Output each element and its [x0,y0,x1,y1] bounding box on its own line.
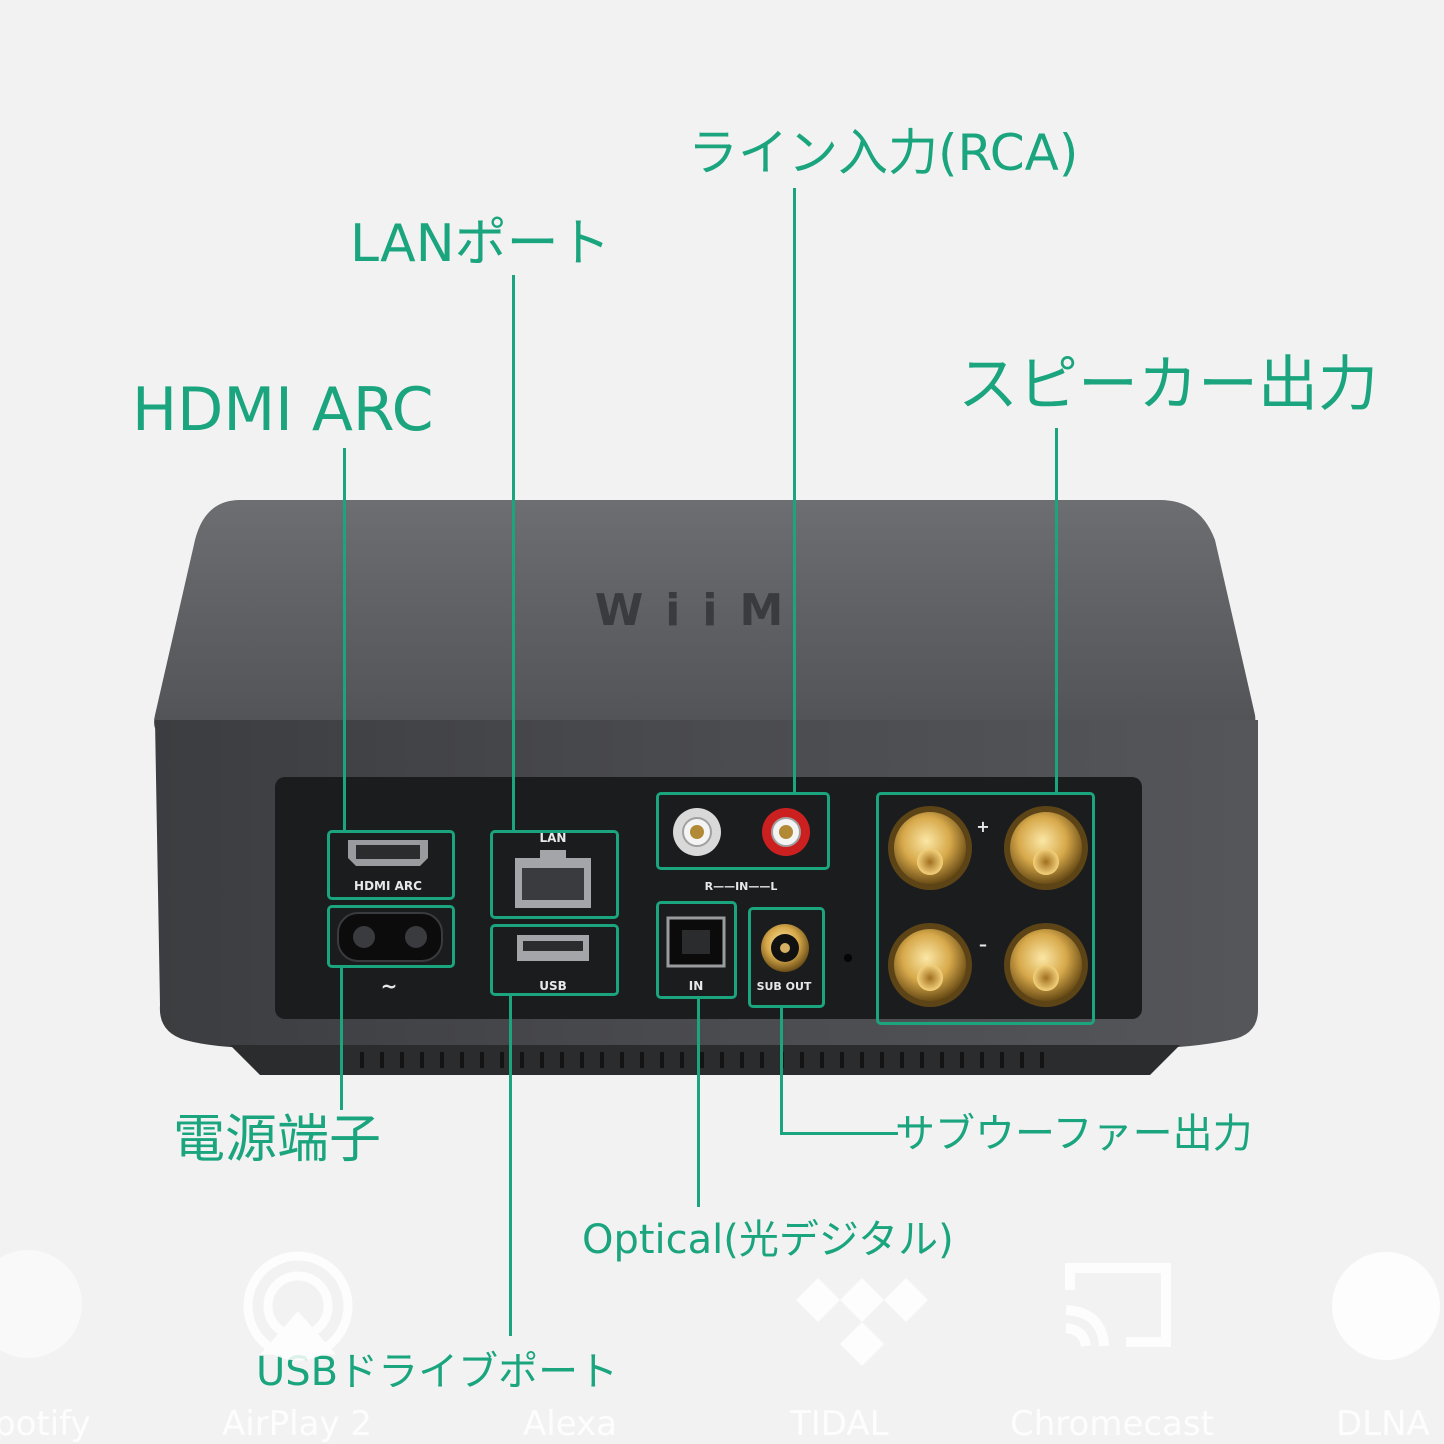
callout-hdmi-arc: HDMI ARC [132,375,434,445]
sub-out-port: SUB OUT [757,924,852,993]
callout-lan-port: LANポート [350,214,611,274]
services-icons [0,1250,1440,1366]
highlight-optical [656,901,737,999]
speaker-terminals: + – [888,806,1088,1007]
svg-text:~: ~ [381,974,398,998]
svg-text:–: – [979,935,987,954]
svg-text:R——IN——L: R——IN——L [705,880,778,893]
highlight-power [327,905,455,968]
callout-line-in: ライン入力(RCA) [688,124,1079,182]
callout-power: 電源端子 [173,1110,382,1170]
highlight-speaker [876,792,1095,1025]
svg-text:LAN: LAN [540,831,567,845]
leader-usb [509,996,512,1336]
highlight-usb [490,924,619,996]
hdmi-port: HDMI ARC [348,840,428,893]
svg-text:USB: USB [539,979,567,993]
optical-port: IN [666,916,726,993]
highlight-rca [656,792,830,870]
device-logo: WiiM [595,585,805,636]
service-dlna-label: DLNA [1336,1404,1430,1444]
leader-rca [793,188,796,793]
device-base [230,1045,1180,1075]
leader-power [340,968,343,1110]
svg-text:SUB OUT: SUB OUT [757,980,812,993]
service-tidal-label: TIDAL [790,1404,889,1444]
lan-port: LAN [515,831,591,908]
svg-text:+: + [976,817,989,836]
svg-text:HDMI ARC: HDMI ARC [354,879,422,893]
airplay-icon [243,1251,353,1361]
highlight-lan [490,830,619,919]
leader-hdmi [343,448,346,831]
tidal-icon [796,1278,928,1366]
leader-speaker [1055,428,1058,793]
leader-sub-vertical [780,1008,783,1135]
chromecast-icon [1065,1263,1171,1347]
leader-optical [697,999,700,1207]
highlight-sub-out [748,907,825,1008]
power-socket: ~ [337,912,443,998]
service-alexa-label: Alexa [523,1404,617,1444]
vent-slots [360,1052,1044,1068]
leader-sub-horizontal [780,1132,898,1135]
service-chromecast-label: Chromecast [1010,1404,1214,1444]
usb-port: USB [517,935,589,993]
leader-lan [512,275,515,831]
callout-sub-out: サブウーファー出力 [895,1111,1253,1157]
callout-usb-drive: USBドライブポート [256,1349,619,1395]
device-top [154,500,1256,737]
rca-jacks: R——IN——L [673,808,810,893]
callout-optical: Optical(光デジタル) [582,1217,954,1263]
service-spotify-label: potify [0,1404,91,1444]
highlight-hdmi [327,830,455,900]
spotify-icon [0,1250,82,1358]
svg-text:IN: IN [689,979,704,993]
service-airplay-label: AirPlay 2 [222,1404,373,1444]
callout-speaker-out: スピーカー出力 [958,350,1378,420]
dlna-icon [1332,1252,1440,1360]
